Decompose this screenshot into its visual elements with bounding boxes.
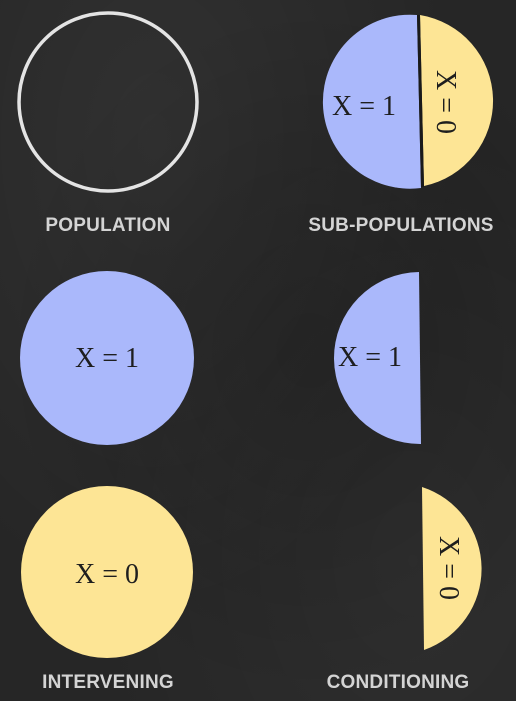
intervening-yellow-math: X = 0 [75, 559, 139, 590]
sub-populations-group: X = 1 X = 0 [322, 14, 494, 189]
conditioning-yellow-segment [422, 487, 482, 650]
conditioning-label: CONDITIONING [326, 672, 470, 693]
sub-population-divider [417, 14, 424, 188]
intervening-yellow-circle [21, 486, 193, 658]
population-label: POPULATION [45, 215, 171, 236]
sub-population-blue-math: X = 1 [332, 91, 396, 122]
sub-populations-label: SUB-POPULATIONS [308, 215, 494, 236]
intervening-label: INTERVENING [42, 672, 174, 693]
population-circle [17, 11, 199, 193]
sub-population-yellow-math: X = 0 [430, 70, 461, 134]
conditioning-blue-math: X = 1 [338, 342, 402, 373]
sub-population-yellow-segment [420, 15, 494, 186]
conditioning-blue-segment [333, 272, 421, 445]
conditioning-yellow-math: X = 0 [433, 536, 464, 600]
intervening-blue-math: X = 1 [75, 343, 139, 374]
intervening-blue-circle [20, 271, 194, 445]
sub-population-blue-segment [322, 14, 421, 189]
